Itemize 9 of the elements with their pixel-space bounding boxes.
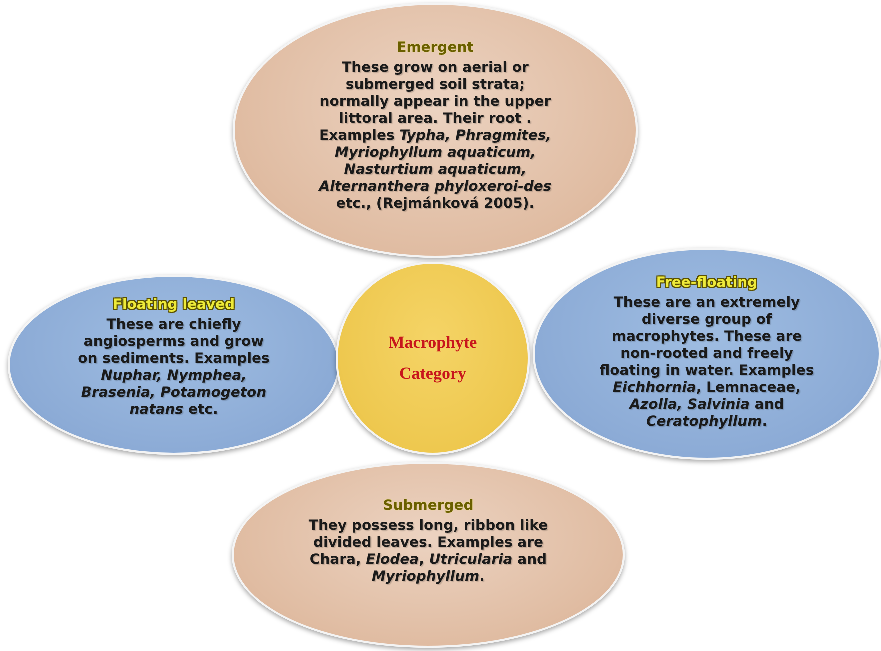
category-heading: Emergent (397, 40, 474, 56)
category-description: They possess long, ribbon like divided leaves. Examples are Chara, Elodea, Utricularia and Myriophyllum. (308, 518, 550, 586)
category-heading: Floating leaved (112, 296, 236, 313)
category-heading: Free-floating (656, 274, 758, 291)
category-description: These are chiefly angiosperms and grow on sediments. Examples Nuphar, Nymphea, Brasenia, Potamogeton natans etc. (77, 316, 271, 420)
category-heading: Submerged (383, 498, 474, 514)
center-title: Macrophyte Category (388, 332, 478, 385)
category-description: These are an extremely diverse group of macrophytes. These are non-rooted and freely floating in water. Examples Eichhornia, Lemnaceae, Azolla, Salvinia and Ceratophyllum. (598, 294, 816, 432)
category-description: These grow on aerial or submerged soil strata; normally appear in the upper littoral area. Their root . Examples Typha, Phragmites, Myriophyllum aquaticum, Nasturtium aquaticum, Alternanthera phyloxeroi-des etc., (Rejmánková 2005). (318, 60, 553, 214)
